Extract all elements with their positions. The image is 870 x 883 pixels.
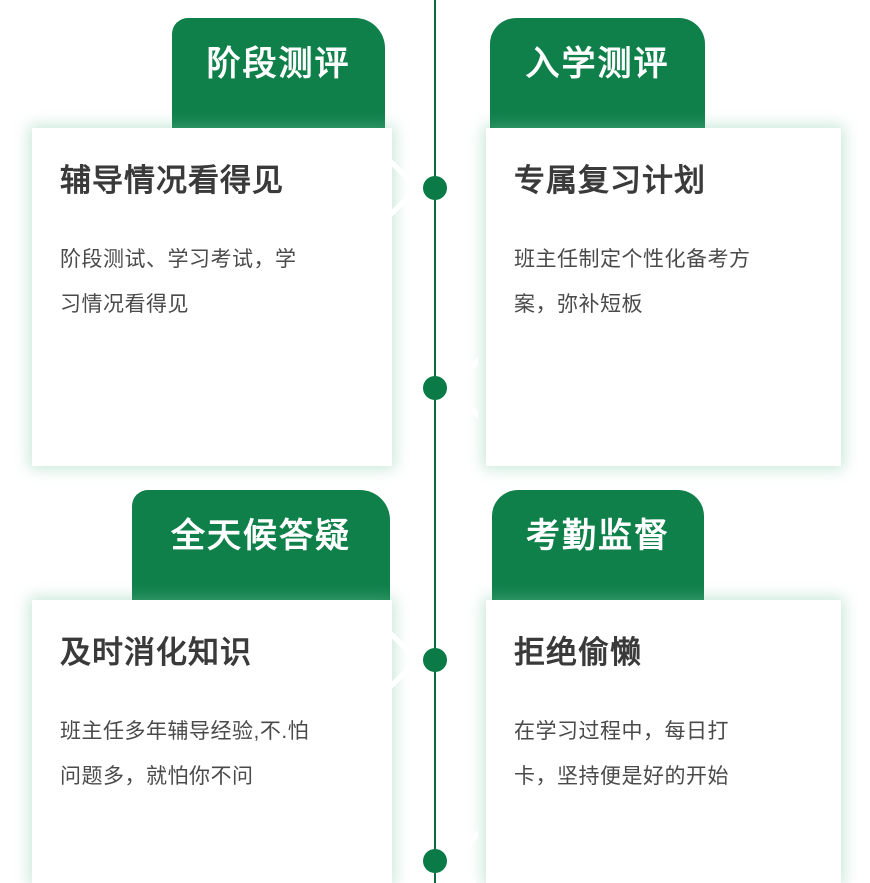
timeline-node-4 <box>423 849 447 873</box>
card-stage-assessment[interactable]: 辅导情况看得见 阶段测试、学习考试，学 习情况看得见 <box>32 128 392 466</box>
card-entrance-assessment-title: 专属复习计划 <box>514 163 706 198</box>
card-attendance-supervision-title: 拒绝偷懒 <box>514 635 642 670</box>
card-body-line: 卡，坚持便是好的开始 <box>514 764 729 788</box>
timeline-node-1 <box>423 176 447 200</box>
card-stage-assessment-title: 辅导情况看得见 <box>60 163 284 198</box>
card-entrance-assessment[interactable]: 专属复习计划 班主任制定个性化备考方 案，弥补短板 <box>486 128 841 466</box>
card-body-line: 班主任多年辅导经验,不.怕 <box>60 719 310 743</box>
chevron-right-icon <box>390 157 420 219</box>
tab-attendance-supervision-label: 考勤监督 <box>526 516 670 555</box>
card-body-line: 阶段测试、学习考试，学 <box>60 247 297 271</box>
card-body-line: 习情况看得见 <box>60 292 189 316</box>
card-allday-qa-body: 班主任多年辅导经验,不.怕 问题多，就怕你不问 <box>60 709 362 799</box>
chevron-left-icon <box>448 830 478 883</box>
timeline-node-2 <box>423 376 447 400</box>
timeline-node-3 <box>423 648 447 672</box>
tab-stage-assessment[interactable]: 阶段测评 <box>172 18 385 130</box>
card-body-line: 问题多，就怕你不问 <box>60 764 254 788</box>
tab-allday-qa-label: 全天候答疑 <box>171 516 351 555</box>
card-allday-qa-title: 及时消化知识 <box>60 635 252 670</box>
card-body-line: 班主任制定个性化备考方 <box>514 247 751 271</box>
chevron-right-icon <box>390 629 420 691</box>
tab-entrance-assessment[interactable]: 入学测评 <box>490 18 705 130</box>
card-entrance-assessment-body: 班主任制定个性化备考方 案，弥补短板 <box>514 237 811 327</box>
card-attendance-supervision-body: 在学习过程中，每日打 卡，坚持便是好的开始 <box>514 709 811 799</box>
chevron-left-icon <box>448 357 478 419</box>
tab-stage-assessment-label: 阶段测评 <box>206 44 351 83</box>
tab-attendance-supervision[interactable]: 考勤监督 <box>492 490 704 602</box>
card-stage-assessment-body: 阶段测试、学习考试，学 习情况看得见 <box>60 237 362 327</box>
tab-entrance-assessment-label: 入学测评 <box>525 44 670 83</box>
timeline-spine <box>434 0 436 883</box>
tab-allday-qa[interactable]: 全天候答疑 <box>132 490 390 602</box>
card-allday-qa[interactable]: 及时消化知识 班主任多年辅导经验,不.怕 问题多，就怕你不问 <box>32 600 392 883</box>
card-body-line: 在学习过程中，每日打 <box>514 719 729 743</box>
card-attendance-supervision[interactable]: 拒绝偷懒 在学习过程中，每日打 卡，坚持便是好的开始 <box>486 600 841 883</box>
card-body-line: 案，弥补短板 <box>514 292 643 316</box>
